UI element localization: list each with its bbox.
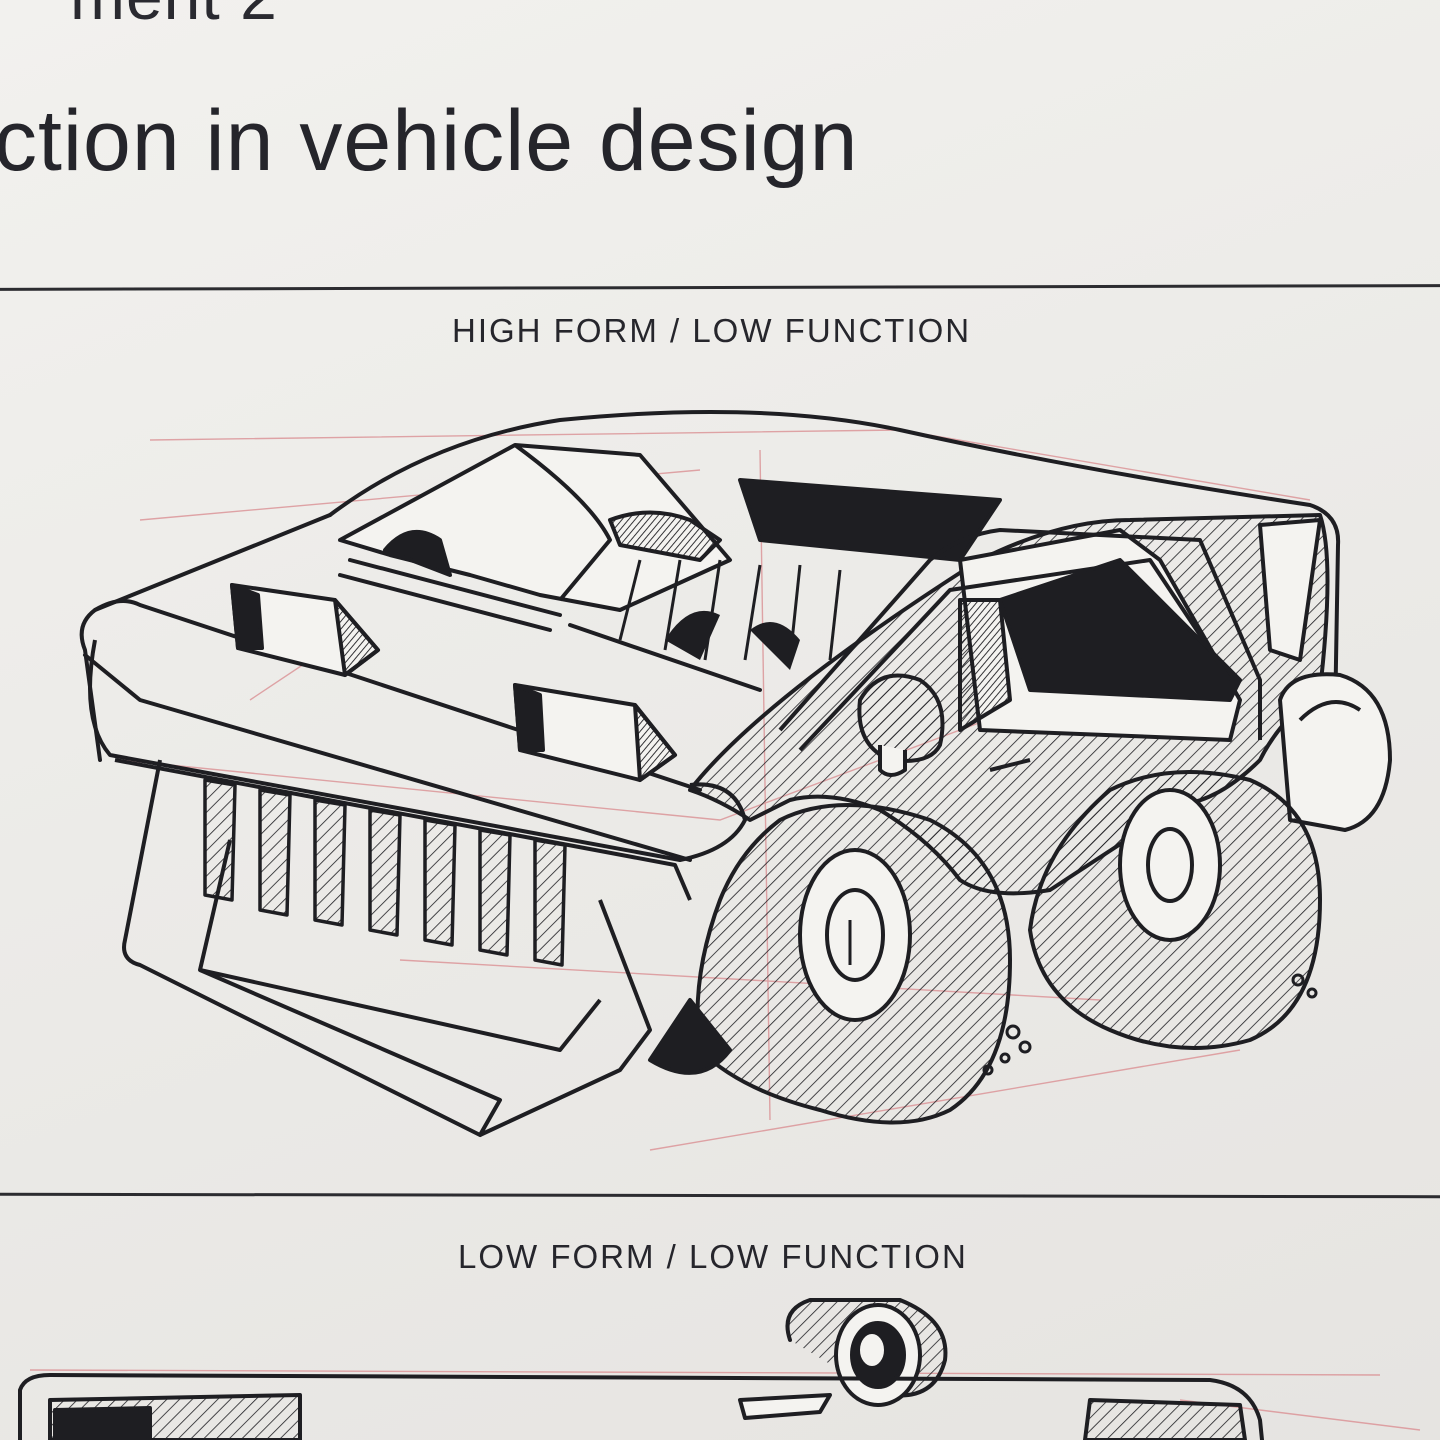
- section-label-low-form: LOW FORM / LOW FUNCTION: [458, 1238, 968, 1275]
- assignment-heading: ment 2: [70, 0, 278, 34]
- section-label-high-form: HIGH FORM / LOW FUNCTION: [452, 312, 972, 349]
- document-title: ction in vehicle design: [0, 93, 859, 189]
